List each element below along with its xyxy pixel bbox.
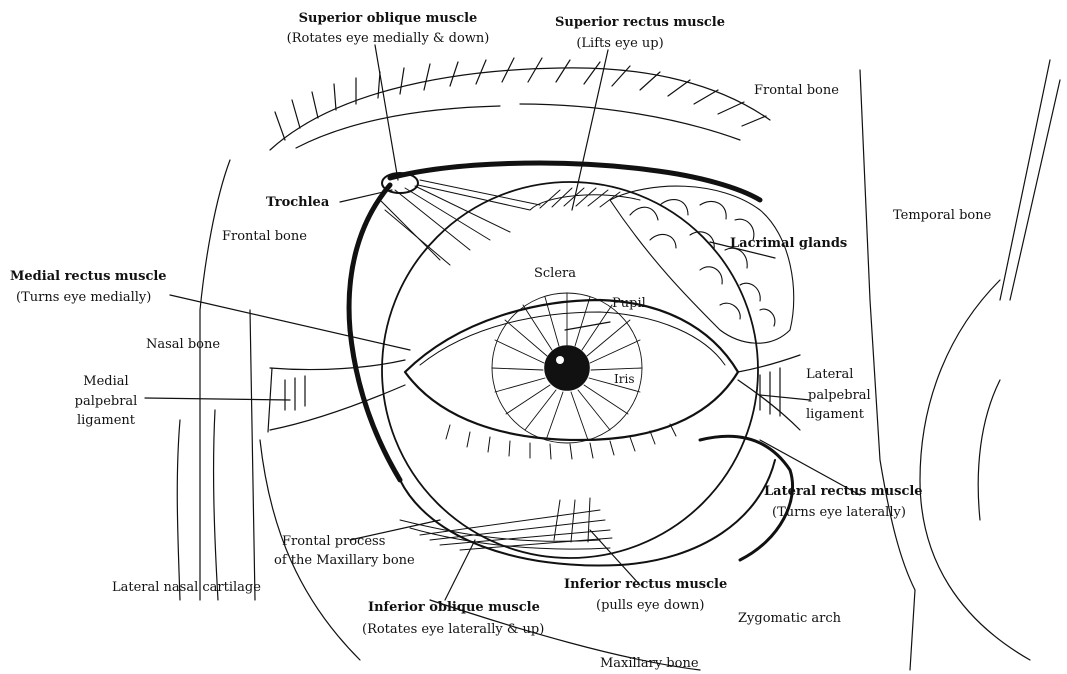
label-frontal-process-1: Frontal process: [282, 534, 385, 549]
label-lateral-rectus-sub: (Turns eye laterally): [772, 505, 906, 520]
label-inferior-oblique: Inferior oblique muscle: [368, 600, 540, 615]
label-lateral-palpebral-2: palpebral: [808, 388, 871, 403]
label-frontal-bone-left: Frontal bone: [222, 229, 307, 244]
label-lacrimal-glands: Lacrimal glands: [730, 236, 847, 251]
label-trochlea: Trochlea: [266, 195, 329, 210]
label-medial-rectus-sub: (Turns eye medially): [16, 290, 151, 305]
label-zygomatic-arch: Zygomatic arch: [738, 611, 841, 626]
label-superior-rectus-sub: (Lifts eye up): [560, 36, 680, 51]
label-maxillary-bone: Maxillary bone: [600, 656, 699, 671]
label-lateral-nasal-cartilage: Lateral nasal cartilage: [112, 580, 261, 595]
label-lateral-palpebral-1: Lateral: [806, 367, 853, 382]
label-inferior-oblique-sub: (Rotates eye laterally & up): [362, 622, 544, 637]
label-superior-rectus: Superior rectus muscle: [540, 15, 740, 30]
label-superior-oblique: Superior oblique muscle: [288, 11, 488, 26]
lateral-palpebral-ligament: [738, 355, 800, 430]
lacrimal-gland: [610, 186, 794, 343]
label-nasal-bone: Nasal bone: [146, 337, 220, 352]
label-sclera: Sclera: [534, 266, 576, 281]
label-frontal-process-2: of the Maxillary bone: [274, 553, 415, 568]
label-medial-palpebral-3: ligament: [68, 413, 144, 428]
label-lateral-rectus: Lateral rectus muscle: [764, 484, 923, 499]
superior-rectus-muscle: [530, 188, 640, 210]
label-medial-rectus: Medial rectus muscle: [10, 269, 167, 284]
label-temporal-bone: Temporal bone: [893, 208, 991, 223]
label-medial-palpebral-1: Medial: [68, 374, 144, 389]
orbit-left-rim: [349, 185, 400, 480]
label-lateral-palpebral-3: ligament: [806, 407, 864, 422]
superior-oblique-muscle: [380, 173, 540, 265]
inferior-muscles: [400, 498, 612, 550]
lower-orbit: [400, 460, 775, 566]
label-inferior-rectus: Inferior rectus muscle: [564, 577, 727, 592]
label-pupil: Pupil: [612, 296, 646, 311]
label-inferior-rectus-sub: (pulls eye down): [596, 598, 704, 613]
label-superior-oblique-sub: (Rotates eye medially & down): [258, 31, 518, 46]
lower-lashes: [446, 424, 676, 459]
label-frontal-bone-top: Frontal bone: [754, 83, 839, 98]
eyebrow: [270, 58, 770, 150]
label-iris: Iris: [614, 372, 634, 387]
label-medial-palpebral-2: palpebral: [68, 394, 144, 409]
pupil: [545, 346, 589, 390]
